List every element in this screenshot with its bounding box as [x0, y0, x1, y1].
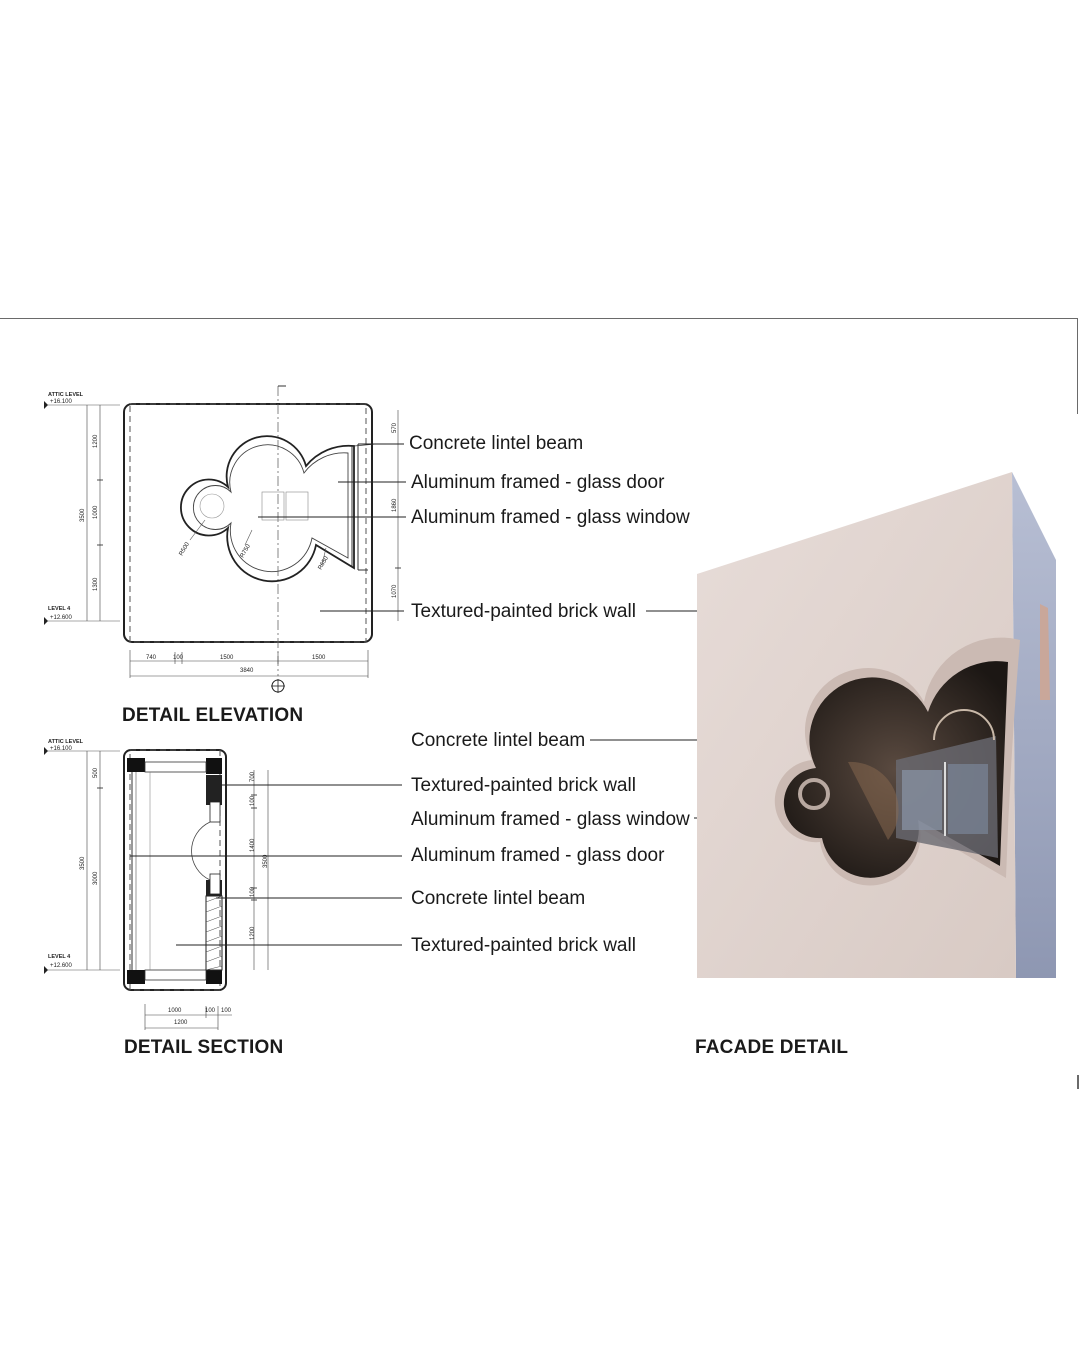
sec-dim-right-total: 3500 — [263, 854, 269, 868]
sec-dim-right-4: 100 — [250, 886, 256, 897]
sec-dim-right-2: 100 — [250, 795, 256, 806]
elev-dim-right-2: 1860 — [392, 498, 398, 512]
elev-dim-left-3: 1300 — [93, 577, 99, 591]
sec-dim-left-1: 500 — [93, 767, 99, 778]
sec-dim-right-1: 700 — [250, 771, 256, 782]
elev-dim-bottom-1: 740 — [146, 655, 157, 661]
elev-label-lintel: Concrete lintel beam — [409, 433, 584, 454]
elev-dim-bottom-3: 1500 — [220, 655, 234, 661]
sheet-border-right — [1077, 318, 1078, 414]
elev-label-wall: Textured-painted brick wall — [411, 601, 636, 622]
elev-dim-right-3: 1070 — [392, 584, 398, 598]
sec-dim-right-3: 1400 — [250, 838, 256, 852]
elev-level-top-name: ATTIC LEVEL — [48, 392, 84, 398]
sec-level-top-name: ATTIC LEVEL — [48, 739, 84, 745]
facade-title: FACADE DETAIL — [695, 1037, 849, 1058]
sec-label-door: Aluminum framed - glass door — [411, 845, 665, 866]
sec-label-wall-2: Textured-painted brick wall — [411, 935, 636, 956]
sec-dim-right-5: 1200 — [250, 926, 256, 940]
elev-label-window: Aluminum framed - glass window — [411, 507, 690, 528]
elev-dim-bottom-total: 3840 — [240, 668, 254, 674]
sheet-border-tick — [1077, 1075, 1079, 1089]
elevation-title: DETAIL ELEVATION — [122, 705, 304, 726]
elev-level-top-value: +16.100 — [50, 399, 73, 405]
sec-label-wall-1: Textured-painted brick wall — [411, 775, 636, 796]
elev-dim-right-1: 570 — [392, 422, 398, 433]
sec-level-bottom-name: LEVEL 4 — [48, 954, 71, 960]
section-title: DETAIL SECTION — [124, 1037, 284, 1058]
sec-dim-bottom-total: 1200 — [174, 1020, 188, 1026]
sec-dim-bottom-1: 1000 — [168, 1008, 182, 1014]
elev-level-bottom-name: LEVEL 4 — [48, 606, 71, 612]
sec-dim-left-total: 3500 — [80, 856, 86, 870]
elev-dim-left-2: 1000 — [93, 505, 99, 519]
elev-dim-bottom-4: 1500 — [312, 655, 326, 661]
elev-dim-left-1: 1200 — [93, 434, 99, 448]
sec-dim-bottom-3: 100 — [221, 1008, 232, 1014]
elev-label-door: Aluminum framed - glass door — [411, 472, 665, 493]
sec-dim-left-2: 3000 — [93, 871, 99, 885]
sec-label-lintel: Concrete lintel beam — [411, 888, 586, 909]
elev-level-bottom-value: +12.600 — [50, 615, 73, 621]
elev-dim-bottom-2: 100 — [173, 655, 184, 661]
sec-label-window: Aluminum framed - glass window — [411, 809, 690, 830]
elev-dim-left-total: 3500 — [80, 508, 86, 522]
sec-level-bottom-value: +12.600 — [50, 963, 73, 969]
sec-dim-bottom-2: 100 — [205, 1008, 216, 1014]
facade-label-lintel: Concrete lintel beam — [411, 730, 586, 751]
sheet-border-top — [0, 318, 1077, 319]
sec-level-top-value: +16.100 — [50, 746, 73, 752]
